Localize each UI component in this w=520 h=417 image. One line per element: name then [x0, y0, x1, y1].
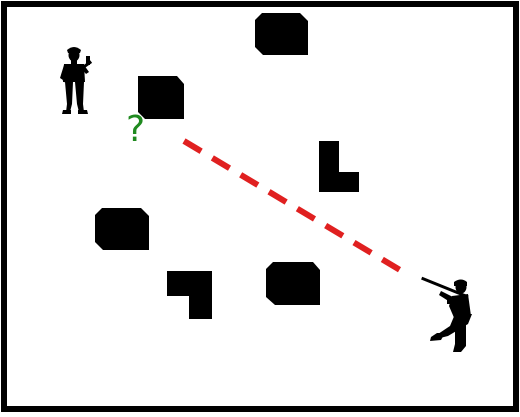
obstacle-left: [95, 208, 149, 250]
obstacle-center: [266, 262, 320, 305]
uncertain-line-of-sight-mark: ?: [126, 110, 145, 150]
obstacle-top: [255, 13, 308, 55]
